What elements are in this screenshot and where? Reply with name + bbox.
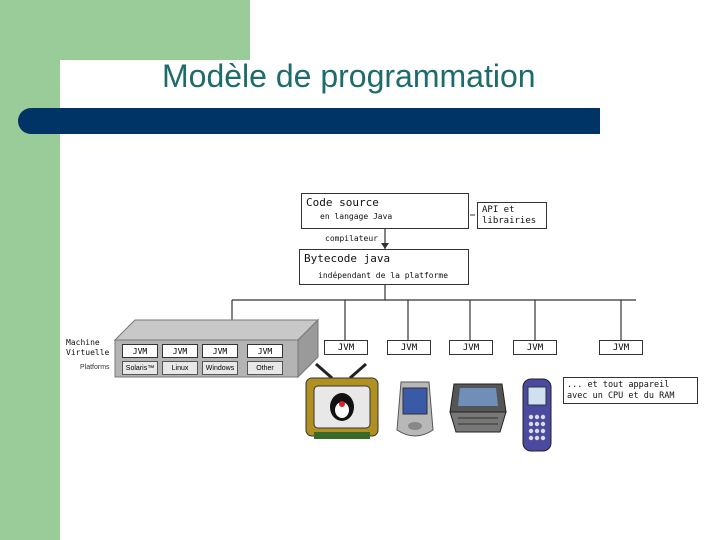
vm-label-line2: Virtuelle — [66, 348, 110, 357]
pda-icon — [396, 381, 434, 437]
left-decor-bar — [0, 0, 60, 540]
platform-linux: Linux — [162, 361, 198, 375]
vm-label-line1: Machine — [66, 338, 100, 347]
handheld-computer-icon — [449, 383, 507, 433]
jvm-box-1: JVM — [324, 340, 368, 355]
compiler-label: compilateur — [325, 234, 378, 243]
devices-line2: avec un CPU et du RAM — [567, 391, 675, 401]
source-code-subtitle: en langage Java — [320, 212, 393, 221]
platform-other: Other — [247, 361, 283, 375]
jvm-box-4: JVM — [513, 340, 557, 355]
vm-jvm-1: JVM — [122, 344, 158, 358]
bytecode-subtitle: indépendant de la platforme — [318, 271, 449, 280]
tv-icon — [305, 362, 379, 439]
vm-jvm-2: JVM — [162, 344, 198, 358]
top-decor-block — [60, 0, 250, 60]
vm-jvm-4: JVM — [247, 344, 283, 358]
jvm-box-5: JVM — [599, 340, 643, 355]
mobile-phone-icon — [522, 378, 552, 452]
devices-line1: ... et tout appareil — [567, 380, 670, 390]
jvm-box-2: JVM — [387, 340, 431, 355]
vm-jvm-3: JVM — [202, 344, 238, 358]
source-code-title: Code source — [306, 196, 379, 209]
devices-box: ... et tout appareil avec un CPU et du R… — [563, 377, 698, 404]
source-code-box: Code source en langage Java — [301, 193, 469, 229]
api-line2: librairies — [482, 216, 537, 226]
jvm-box-3: JVM — [449, 340, 493, 355]
platform-solaris: Solaris™ — [122, 361, 158, 375]
title-underline-bar — [18, 108, 600, 134]
bytecode-box: Bytecode java indépendant de la platform… — [299, 249, 469, 285]
api-libraries-box: API et librairies — [477, 202, 547, 229]
slide-title: Modèle de programmation — [162, 58, 536, 94]
platforms-label: Platforms — [80, 364, 110, 371]
bytecode-title: Bytecode java — [304, 252, 391, 265]
api-line1: API et — [482, 205, 515, 215]
platform-windows: Windows — [202, 361, 238, 375]
